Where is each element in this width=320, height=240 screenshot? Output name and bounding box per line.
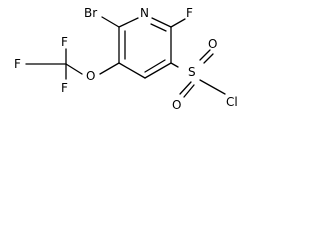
- bond-s-cl: [199, 79, 226, 95]
- bond-o-cf3: [65, 63, 83, 75]
- bond-c2-f: [170, 18, 186, 28]
- bond-n-c2-inner: [150, 23, 167, 32]
- bond-c3-s: [170, 62, 179, 68]
- bond-s-o-top-a: [199, 49, 211, 61]
- cf3-fluorine-top-label: F: [61, 35, 68, 49]
- ether-oxygen-label: O: [86, 69, 95, 83]
- sulfonyl-oxygen-bottom-label: O: [172, 98, 181, 112]
- bond-n-c2: [151, 17, 172, 28]
- molecule-drawing: Br N F F F F O S O O Cl: [14, 6, 238, 112]
- bond-n-c6: [118, 17, 139, 28]
- bond-s-o-top-b: [203, 53, 214, 64]
- bond-c3-c4: [144, 62, 172, 79]
- bond-s-o-bottom-b: [183, 84, 195, 98]
- sulfur-label: S: [188, 65, 196, 79]
- cf3-fluorine-bottom-label: F: [61, 81, 68, 95]
- ring-fluorine-label: F: [186, 6, 193, 20]
- structure-diagram: Br N F F F F O S O O Cl: [0, 0, 260, 132]
- bromine-label: Br: [84, 6, 97, 20]
- chlorine-label: Cl: [226, 95, 238, 109]
- bond-c3-c4-inner: [144, 59, 166, 73]
- bond-c5-o: [99, 62, 120, 75]
- cf3-fluorine-left-label: F: [14, 57, 21, 71]
- bond-c4-c5: [118, 62, 146, 79]
- sulfonyl-oxygen-top-label: O: [208, 37, 217, 51]
- nitrogen-label: N: [140, 6, 149, 20]
- bond-c6-br: [101, 16, 120, 28]
- bond-s-o-bottom-a: [179, 81, 192, 95]
